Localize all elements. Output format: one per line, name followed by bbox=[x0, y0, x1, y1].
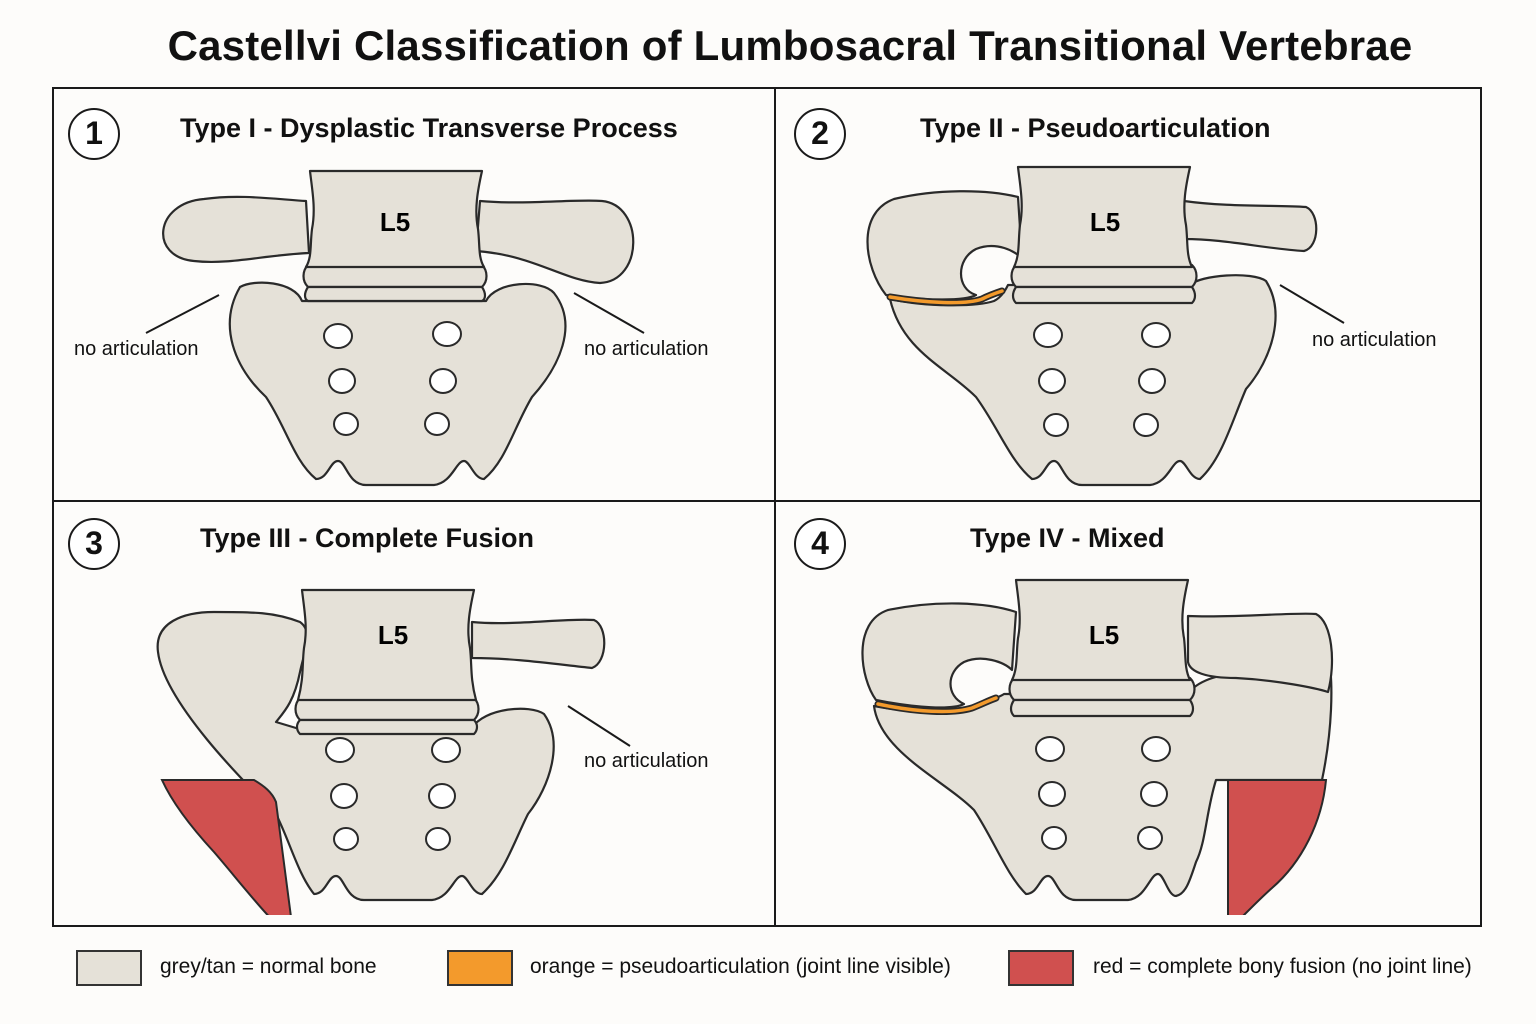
l5-disc bbox=[302, 263, 488, 289]
spine-illustration: L5 bbox=[145, 169, 645, 487]
annotation-no-articulation-left: no articulation bbox=[74, 338, 199, 360]
panel-title: Type III - Complete Fusion bbox=[200, 523, 535, 553]
right-transverse-process bbox=[1186, 612, 1334, 694]
l5-disc bbox=[1008, 676, 1196, 702]
panel-title: Type IV - Mixed bbox=[970, 523, 1165, 553]
sacral-foramina bbox=[1035, 736, 1171, 850]
panel-number-badge: 1 bbox=[68, 108, 120, 160]
panel-title: Type II - Pseudoarticulation bbox=[920, 113, 1271, 143]
diagram-grid: 1 Type I - Dysplastic Transverse Process… bbox=[52, 87, 1482, 927]
l5-disc bbox=[294, 696, 480, 722]
l5-vertebral-body bbox=[296, 588, 478, 702]
right-transverse-process bbox=[474, 199, 635, 285]
annotation-no-articulation-right: no articulation bbox=[1312, 329, 1437, 351]
annotation-no-articulation-right: no articulation bbox=[584, 750, 709, 772]
annotation-no-articulation-right: no articulation bbox=[584, 338, 709, 360]
legend-text-normal-bone: grey/tan = normal bone bbox=[160, 955, 377, 978]
vertebra-label: L5 bbox=[378, 620, 408, 650]
legend-swatch-pseudoarticulation bbox=[447, 950, 513, 986]
vertebra-label: L5 bbox=[1090, 207, 1120, 237]
left-transverse-process bbox=[866, 190, 1024, 301]
left-transverse-process bbox=[162, 195, 311, 264]
panel-type-1: 1 Type I - Dysplastic Transverse Process… bbox=[54, 89, 774, 502]
sacral-foramina bbox=[325, 737, 461, 851]
spine-illustration: L5 bbox=[156, 588, 631, 915]
panel-type-4: 4 Type IV - Mixed L5 bbox=[776, 502, 1496, 915]
left-transverse-process bbox=[861, 602, 1018, 709]
vertebra-label: L5 bbox=[380, 207, 410, 237]
sacral-foramina bbox=[323, 321, 462, 436]
panel-title: Type I - Dysplastic Transverse Process bbox=[180, 113, 678, 143]
l5-vertebral-body bbox=[1010, 578, 1192, 682]
grid-divider-vertical bbox=[774, 89, 776, 925]
l5-vertebral-body bbox=[304, 169, 486, 269]
sacral-foramina bbox=[1033, 322, 1171, 437]
l5-disc bbox=[1010, 263, 1198, 289]
fused-region bbox=[160, 779, 292, 915]
grid-divider-horizontal bbox=[54, 500, 1480, 502]
spine-illustration: L5 bbox=[866, 165, 1345, 487]
panel-type-2: 2 Type II - Pseudoarticulation L5 no art… bbox=[776, 89, 1496, 502]
panel-number-badge: 4 bbox=[794, 518, 846, 570]
leader-lines bbox=[145, 292, 645, 334]
legend-text-fusion: red = complete bony fusion (no joint lin… bbox=[1093, 955, 1472, 978]
right-transverse-process bbox=[470, 618, 606, 670]
panel-number-badge: 2 bbox=[794, 108, 846, 160]
leader-line bbox=[567, 705, 631, 747]
l5-endplate bbox=[303, 285, 487, 303]
panel-number-badge: 3 bbox=[68, 518, 120, 570]
legend-swatch-fusion bbox=[1008, 950, 1074, 986]
fused-region bbox=[1227, 779, 1328, 915]
right-transverse-process bbox=[1182, 199, 1318, 253]
legend-text-pseudoarticulation: orange = pseudoarticulation (joint line … bbox=[530, 955, 951, 978]
spine-illustration: L5 bbox=[861, 578, 1334, 915]
sacrum bbox=[888, 274, 1277, 487]
sacrum bbox=[228, 281, 567, 487]
page-title: Castellvi Classification of Lumbosacral … bbox=[167, 22, 1413, 69]
l5-endplate bbox=[1009, 698, 1195, 718]
l5-vertebral-body bbox=[1012, 165, 1194, 269]
l5-endplate bbox=[1011, 285, 1197, 305]
sacrum bbox=[156, 610, 555, 902]
legend-swatch-normal-bone bbox=[76, 950, 142, 986]
l5-endplate bbox=[295, 718, 479, 736]
leader-line bbox=[1279, 284, 1345, 324]
panel-type-3: 3 Type III - Complete Fusion L5 no artic… bbox=[54, 502, 774, 915]
vertebra-label: L5 bbox=[1089, 620, 1119, 650]
